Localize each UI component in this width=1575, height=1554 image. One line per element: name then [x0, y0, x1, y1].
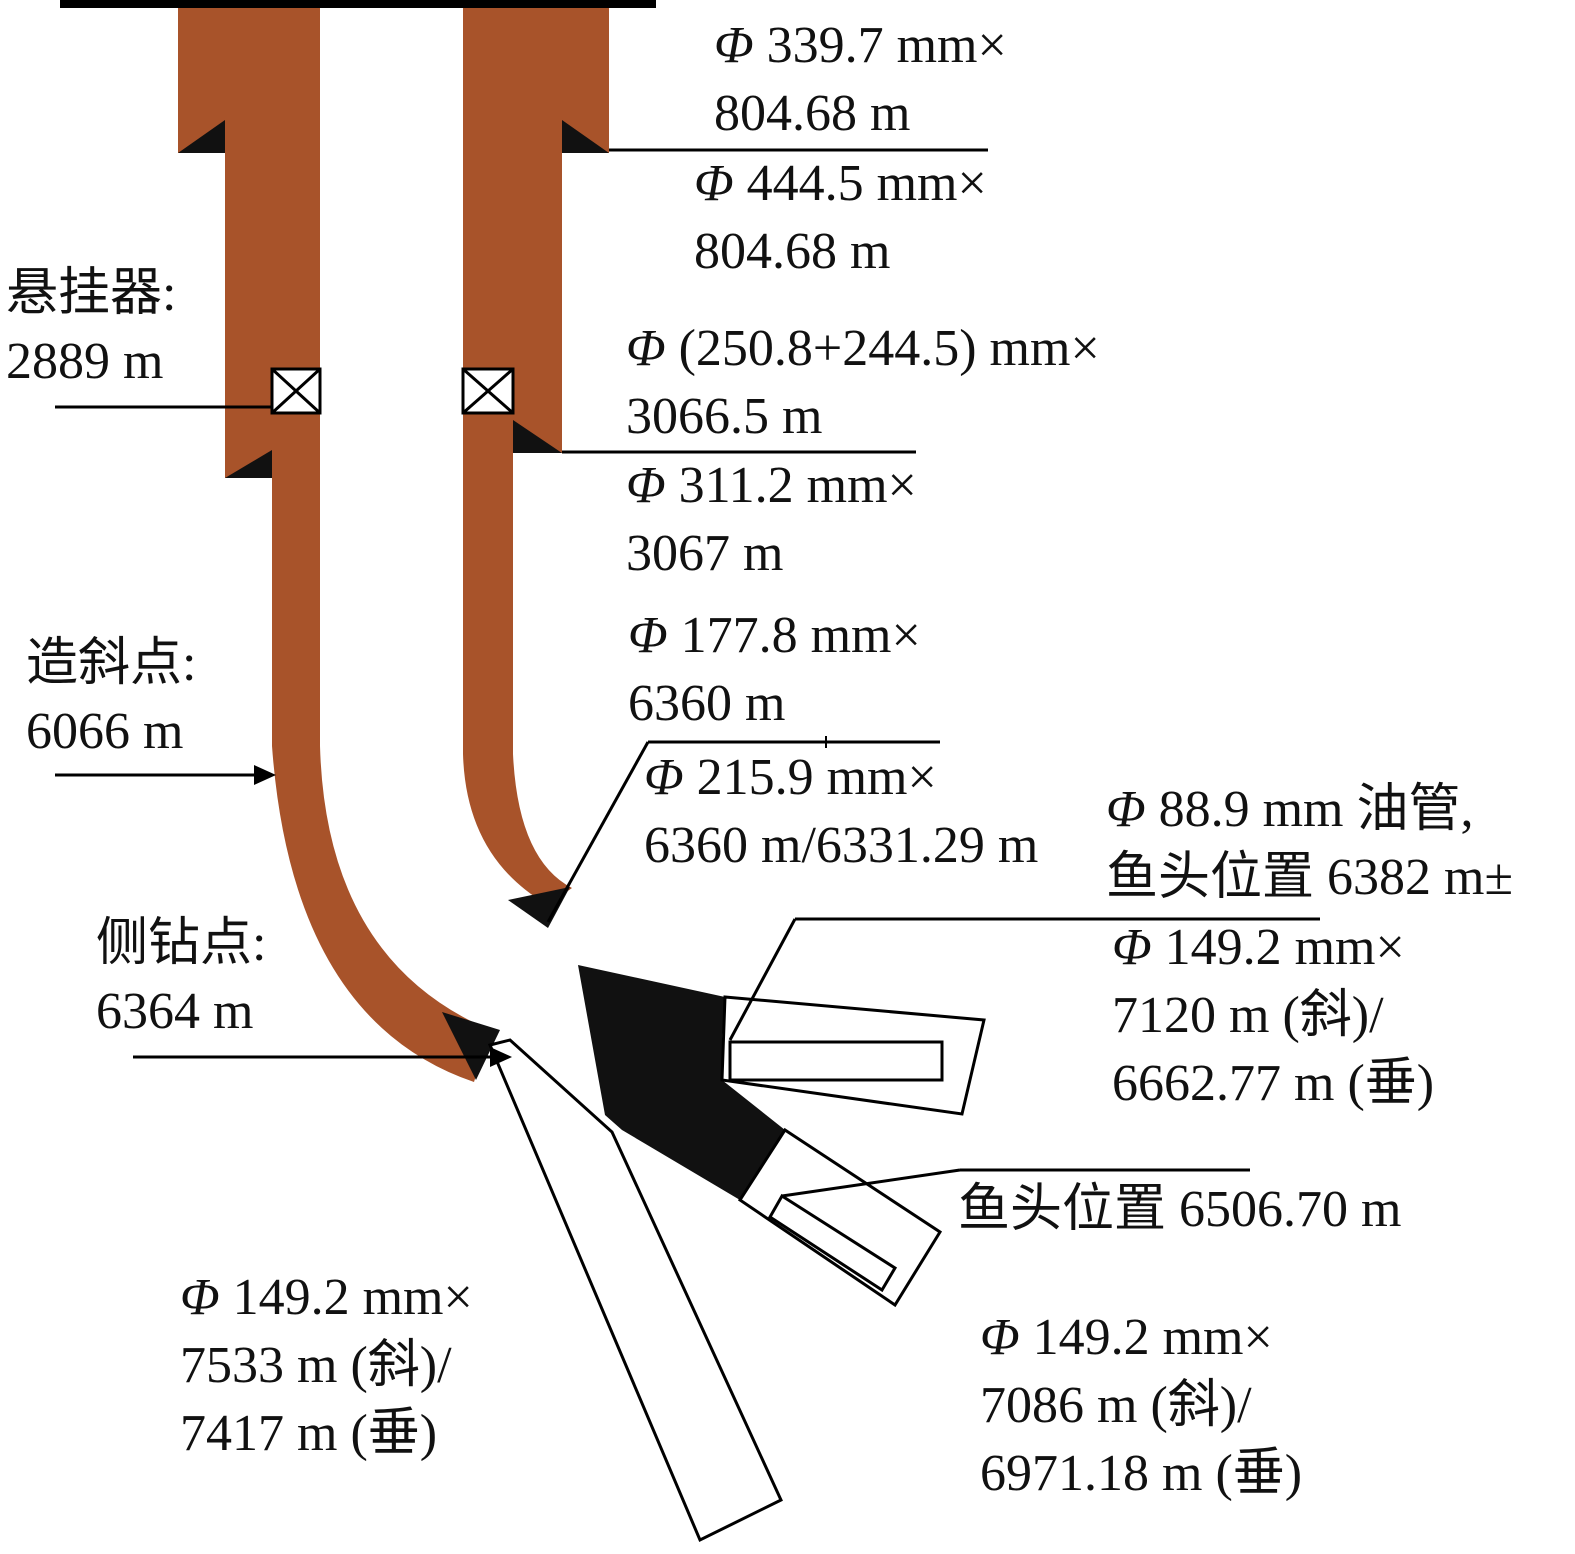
- label-branch1-149: Φ 149.2 mm× 7120 m (斜)/ 6662.77 m (垂): [1112, 919, 1435, 1112]
- branch-1-hole: [720, 995, 986, 1116]
- hanger-right: [461, 367, 515, 415]
- label-branch3-149: Φ 149.2 mm× 7533 m (斜)/ 7417 m (垂): [180, 1269, 473, 1462]
- label-hole-444: Φ 444.5 mm× 804.68 m: [694, 155, 987, 280]
- casing-shoe-177-right: [508, 887, 570, 928]
- label-branch2-149: Φ 149.2 mm× 7086 m (斜)/ 6971.18 m (垂): [980, 1309, 1303, 1502]
- casing-177-left-curve: [272, 746, 490, 1082]
- cement-plug: [578, 965, 785, 1200]
- leader-215-diag: [546, 741, 650, 923]
- label-hanger: 悬挂器: 2889 m: [6, 265, 177, 390]
- branch-2-hole: [737, 1127, 943, 1308]
- label-hole-215: Φ 215.9 mm× 6360 m/6331.29 m: [644, 749, 1039, 874]
- phi-symbol: Φ: [714, 17, 754, 74]
- casing-250-left: [225, 8, 272, 478]
- label-sidetrack: 侧钻点: 6364 m: [96, 915, 267, 1040]
- fish-2: [767, 1193, 898, 1293]
- kickoff-arrow: [55, 765, 276, 785]
- leader-tubing-diag: [728, 918, 797, 1041]
- label-kickoff: 造斜点: 6066 m: [26, 635, 197, 760]
- casing-250-right: [513, 8, 562, 453]
- phi-symbol: Φ: [626, 320, 666, 377]
- sidetrack-arrow: [133, 1047, 512, 1067]
- fish-1: [728, 1040, 944, 1082]
- sidetrack-wedge: [442, 1012, 500, 1080]
- label-tubing-88: Φ 88.9 mm 油管, 鱼头位置 6382 m±: [1106, 781, 1513, 906]
- casing-177-right-curve: [463, 754, 572, 905]
- phi-symbol: Φ: [626, 457, 666, 514]
- phi-symbol: Φ: [180, 1269, 220, 1326]
- hanger-left: [270, 367, 322, 415]
- casing-shoe-250-right: [513, 420, 562, 453]
- label-casing-339: Φ 339.7 mm× 804.68 m: [714, 17, 1007, 142]
- phi-symbol: Φ: [1112, 919, 1152, 976]
- leader-fish2-diag: [781, 1168, 961, 1198]
- phi-symbol: Φ: [628, 607, 668, 664]
- phi-symbol: Φ: [694, 155, 734, 212]
- label-casing-177: Φ 177.8 mm× 6360 m: [628, 607, 921, 732]
- phi-symbol: Φ: [980, 1309, 1020, 1366]
- casing-shoe-250-left: [225, 450, 272, 478]
- casing-shoe-339-left: [178, 120, 225, 153]
- surface-line: [60, 0, 656, 8]
- label-casing-250: Φ (250.8+244.5) mm× 3066.5 m: [626, 320, 1100, 445]
- label-fish2: 鱼头位置 6506.70 m: [958, 1181, 1402, 1238]
- branch-3-hole: [487, 1038, 783, 1543]
- casing-shoe-339-right: [562, 120, 609, 153]
- phi-symbol: Φ: [1106, 781, 1146, 838]
- phi-symbol: Φ: [644, 749, 684, 806]
- label-hole-311: Φ 311.2 mm× 3067 m: [626, 457, 917, 582]
